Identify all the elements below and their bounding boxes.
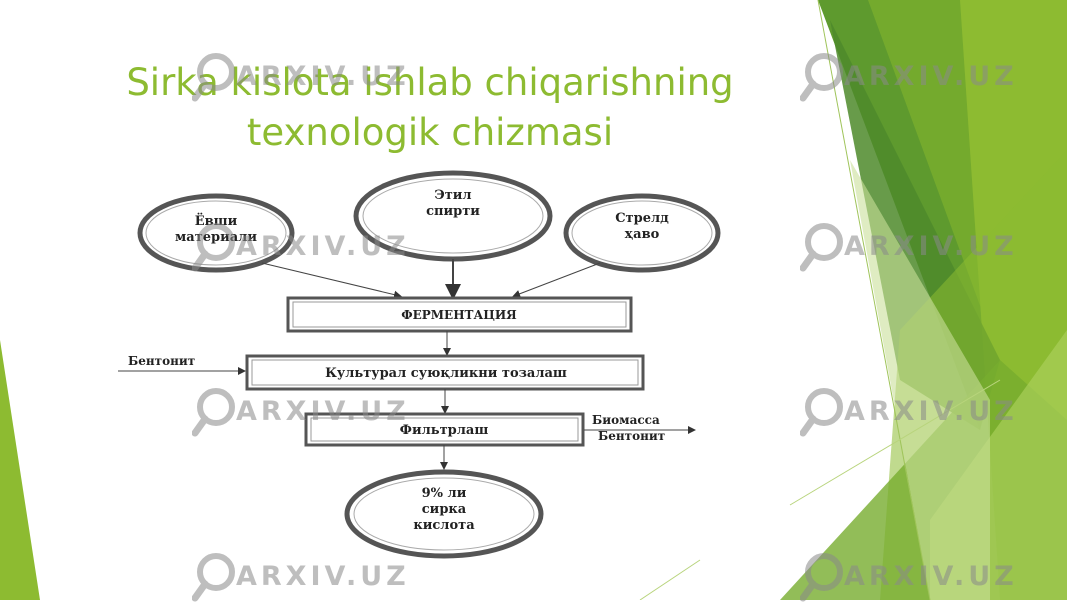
side-output-1: Биомасса <box>592 413 660 427</box>
product-line-1: 9% ли <box>422 486 467 501</box>
left-decoration <box>0 340 40 600</box>
step-1-label: ФЕРМЕНТАЦИЯ <box>401 308 517 322</box>
step-box-filtration: Фильтрлаш <box>304 412 585 447</box>
input-2-line-2: спирти <box>426 204 480 219</box>
input-ellipse-ethyl-alcohol: Этил спирти <box>353 170 553 262</box>
title-line-2: texnologik chizmasi <box>246 111 614 154</box>
product-line-2: сирка <box>422 502 467 517</box>
input-ellipse-raw-material: Ёвши материали <box>137 193 295 273</box>
side-input-label: Бентонит <box>128 354 195 368</box>
product-line-3: кислота <box>413 518 475 533</box>
step-box-fermentation: ФЕРМЕНТАЦИЯ <box>286 296 633 333</box>
step-3-label: Фильтрлаш <box>400 423 489 438</box>
input-1-line-1: Ёвши <box>195 213 238 229</box>
arrow-input-1 <box>261 262 402 299</box>
input-3-line-1: Стрелд <box>615 211 669 226</box>
product-ellipse: 9% ли сирка кислота <box>344 469 544 559</box>
step-2-label: Культурал суюқликни тозалаш <box>325 366 567 381</box>
input-1-line-2: материали <box>175 230 257 245</box>
input-2-line-1: Этил <box>434 188 471 203</box>
step-box-culture-cleaning: Культурал суюқликни тозалаш <box>245 354 645 391</box>
input-ellipse-sterile-air: Стрелд ҳаво <box>563 193 721 273</box>
side-output-2: Бентонит <box>598 429 665 443</box>
input-3-line-2: ҳаво <box>625 227 660 242</box>
arrow-input-3 <box>512 262 601 298</box>
